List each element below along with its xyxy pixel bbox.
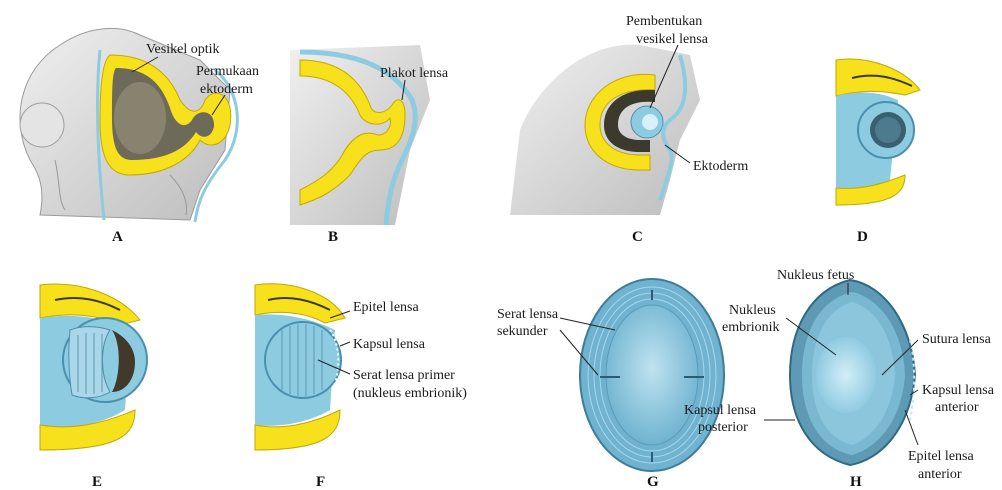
- label-sekunder: sekunder: [497, 324, 548, 339]
- label-pembentukan: Pembentukan: [626, 14, 702, 29]
- label-sutura-lensa: Sutura lensa: [922, 332, 992, 347]
- label-nukleus-embrionik-f: (nukleus embrionik): [353, 386, 467, 401]
- label-plakot-lensa: Plakot lensa: [380, 66, 449, 81]
- panel-letter-f: F: [316, 474, 325, 490]
- panel-letter-h: H: [850, 474, 862, 490]
- panel-c: [510, 45, 700, 215]
- panel-f: [255, 284, 345, 450]
- panel-e: [40, 284, 147, 450]
- label-serat-lensa-primer: Serat lensa primer: [353, 368, 455, 383]
- panel-letter-b: B: [328, 229, 338, 245]
- label-kapsul-lensa-anterior: Kapsul lensa: [922, 383, 995, 398]
- panel-d: [836, 59, 920, 205]
- panel-letter-e: E: [92, 474, 102, 490]
- label-kapsul-lensa-posterior: Kapsul lensa: [684, 403, 757, 418]
- label-anterior-epitel: anterior: [918, 467, 962, 482]
- label-ektoderm-c: Ektoderm: [693, 159, 748, 174]
- panel-c-lens-vesicle: [631, 106, 663, 138]
- label-nukleus-fetus: Nukleus fetus: [777, 268, 854, 283]
- panel-h-lens: [790, 280, 915, 465]
- panel-letter-a: A: [112, 229, 123, 245]
- label-nukleus: Nukleus: [729, 303, 776, 318]
- label-kapsul-lensa-f: Kapsul lensa: [353, 337, 426, 352]
- label-anterior-kapsul: anterior: [935, 400, 979, 415]
- label-epitel-lensa-h: Epitel lensa: [908, 449, 974, 464]
- panel-a: [20, 28, 237, 222]
- label-vesikel-optik: Vesikel optik: [146, 42, 220, 57]
- panel-g-lens: [580, 279, 724, 471]
- label-ektoderm-a: ektoderm: [200, 82, 253, 97]
- label-vesikel-lensa: vesikel lensa: [636, 32, 709, 47]
- label-serat-lensa: Serat lensa: [497, 307, 559, 322]
- label-permukaan: Permukaan: [196, 64, 259, 79]
- panel-letter-c: C: [632, 229, 643, 245]
- label-epitel-lensa: Epitel lensa: [353, 300, 419, 315]
- panel-letter-g: G: [647, 474, 659, 490]
- label-posterior: posterior: [698, 420, 748, 435]
- panel-letter-d: D: [857, 229, 868, 245]
- label-embrionik: embrionik: [722, 320, 780, 335]
